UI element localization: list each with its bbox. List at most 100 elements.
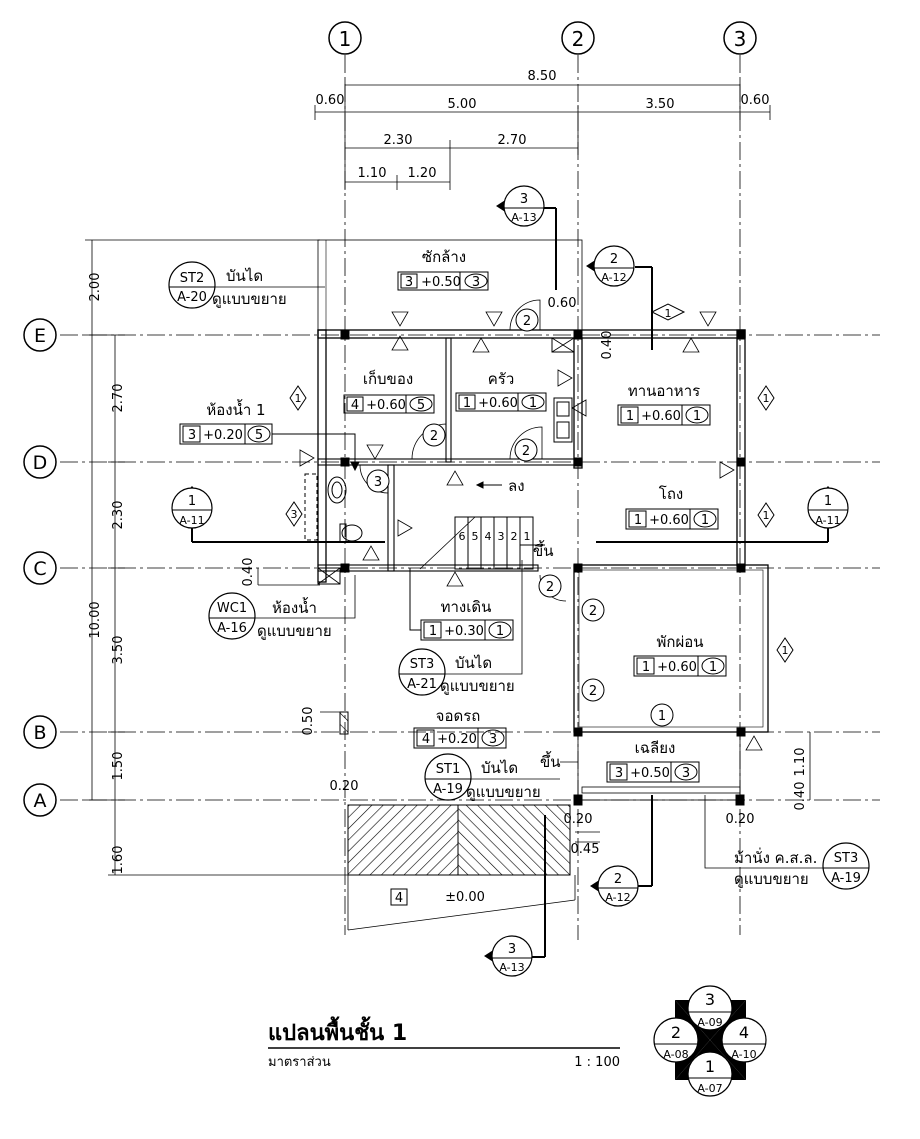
elevation-key-right: 4 A-10 — [721, 1017, 767, 1063]
elevation-key-top: A-09 3 A-09 — [687, 985, 733, 1031]
room-laundry-name: ซักล้าง — [422, 248, 466, 266]
room-storage-name: เก็บของ — [363, 369, 413, 388]
ground-level: ±0.00 — [445, 890, 485, 905]
room-hall-tag — [625, 508, 719, 530]
dim-sub-b: 2.70 — [498, 133, 527, 148]
dim-040-right: 0.40 — [793, 782, 808, 811]
room-living-level: +0.60 — [657, 660, 697, 675]
room-porch-level: +0.50 — [630, 766, 670, 781]
svg-text:B: B — [33, 722, 46, 744]
svg-text:A-08: A-08 — [663, 1048, 688, 1061]
svg-text:A-11: A-11 — [815, 514, 840, 527]
stair-step-3: 3 — [498, 530, 505, 543]
svg-text:A-10: A-10 — [731, 1048, 756, 1061]
svg-text:WC1: WC1 — [217, 601, 247, 616]
top-dimensions — [314, 80, 771, 190]
room-kitchen-tag — [455, 392, 547, 412]
svg-text:A-13: A-13 — [499, 961, 524, 974]
door-tag-5: 2 — [538, 574, 562, 598]
door-tag-3: 2 — [514, 438, 538, 462]
svg-text:3: 3 — [508, 942, 516, 957]
room-porch-tag — [606, 761, 700, 783]
svg-text:1: 1 — [339, 27, 352, 51]
dim-bay-1-2: 5.00 — [448, 97, 477, 112]
scale-value: 1 : 100 — [574, 1055, 620, 1070]
misc-dim-lines — [257, 568, 811, 843]
room-storage-level: +0.60 — [366, 398, 406, 413]
driveway-hatch — [347, 804, 576, 931]
room-hall-num: 1 — [634, 513, 642, 528]
dim-sub-c: 1.10 — [358, 166, 387, 181]
dim-bay-2-3: 3.50 — [646, 97, 675, 112]
room-hall-level: +0.60 — [649, 513, 689, 528]
window-tag-6: 1 — [776, 637, 794, 663]
section-marker-2-top: 2 A-12 — [586, 245, 653, 350]
svg-text:ST2: ST2 — [180, 271, 204, 286]
room-parking-name: จอดรถ — [436, 707, 481, 725]
ground-level-tag — [390, 888, 408, 906]
svg-text:A-19: A-19 — [831, 871, 861, 886]
svg-text:4: 4 — [739, 1023, 749, 1042]
window-tag-4: 1 — [757, 385, 775, 411]
grid-bubble-row-e: E — [23, 318, 57, 352]
room-bath1-name: ห้องน้ำ 1 — [206, 399, 265, 419]
dim-c-b: 3.50 — [111, 636, 126, 665]
svg-text:A-09: A-09 — [697, 1016, 722, 1029]
dim-small-050: 0.50 — [301, 707, 316, 736]
grid-bubble-row-a: A — [23, 783, 57, 817]
door-tag-7: 2 — [581, 678, 605, 702]
svg-text:2: 2 — [430, 429, 438, 444]
svg-text:3: 3 — [705, 990, 715, 1009]
window-tag-3: 3 — [285, 501, 303, 527]
svg-text:ดูแบบขยาย: ดูแบบขยาย — [440, 677, 515, 695]
svg-text:2: 2 — [546, 580, 554, 595]
room-living-tag — [633, 655, 727, 677]
svg-text:A-21: A-21 — [407, 677, 437, 692]
svg-text:D: D — [33, 452, 48, 474]
svg-text:ST1: ST1 — [436, 762, 460, 777]
dim-overall-depth: 10.00 — [88, 601, 103, 638]
callout-st3-bench: ST3 A-19 ม้านั่ง ค.ส.ล. ดูแบบขยาย — [704, 795, 870, 890]
dim-overall-width: 8.50 — [528, 69, 557, 84]
stair-step-2: 2 — [511, 530, 518, 543]
svg-text:C: C — [33, 558, 46, 580]
svg-text:A-12: A-12 — [601, 271, 626, 284]
svg-text:2: 2 — [522, 444, 530, 459]
svg-text:2: 2 — [589, 684, 597, 699]
svg-text:A-13: A-13 — [511, 211, 536, 224]
stair-step-5: 5 — [472, 530, 479, 543]
svg-text:A-16: A-16 — [217, 621, 247, 636]
svg-text:3: 3 — [734, 27, 747, 51]
svg-text:ST3: ST3 — [834, 851, 858, 866]
svg-text:ดูแบบขยาย: ดูแบบขยาย — [466, 783, 541, 801]
room-dining-tag — [617, 404, 711, 426]
svg-text:1: 1 — [763, 392, 770, 405]
grid-bubble-row-b: B — [23, 715, 57, 749]
room-parking-tag — [413, 727, 507, 749]
section-marker-3-top: 3 A-13 — [496, 185, 557, 290]
svg-text:ดูแบบขยาย: ดูแบบขยาย — [257, 622, 332, 640]
room-storage-finish: 5 — [417, 398, 425, 413]
stair — [419, 481, 545, 570]
room-dining-name: ทานอาหาร — [628, 382, 700, 400]
kitchen-sink — [553, 397, 573, 443]
svg-text:1: 1 — [665, 307, 672, 320]
svg-text:2: 2 — [671, 1023, 681, 1042]
room-parking-num: 4 — [422, 732, 430, 747]
room-living-num: 1 — [642, 660, 650, 675]
dim-right-overhang: 0.60 — [741, 93, 770, 108]
room-hall-finish: 1 — [701, 513, 709, 528]
elevation-key-bottom: 1 A-07 — [687, 1051, 733, 1097]
room-laundry-level: +0.50 — [421, 275, 461, 290]
svg-text:E: E — [34, 325, 46, 347]
svg-text:1: 1 — [705, 1057, 715, 1076]
svg-text:ม้านั่ง ค.ส.ล.: ม้านั่ง ค.ส.ล. — [734, 847, 817, 867]
dim-b-a: 1.50 — [111, 752, 126, 781]
elevation-key: A-09 3 A-09 2 A-08 4 A-10 1 A-07 — [653, 985, 767, 1097]
svg-text:3: 3 — [374, 475, 382, 490]
stair-step-1: 1 — [524, 530, 531, 543]
dim-045: 0.45 — [571, 842, 600, 857]
window-tag-2: 1 — [289, 385, 307, 411]
room-bath1-level: +0.20 — [203, 428, 243, 443]
